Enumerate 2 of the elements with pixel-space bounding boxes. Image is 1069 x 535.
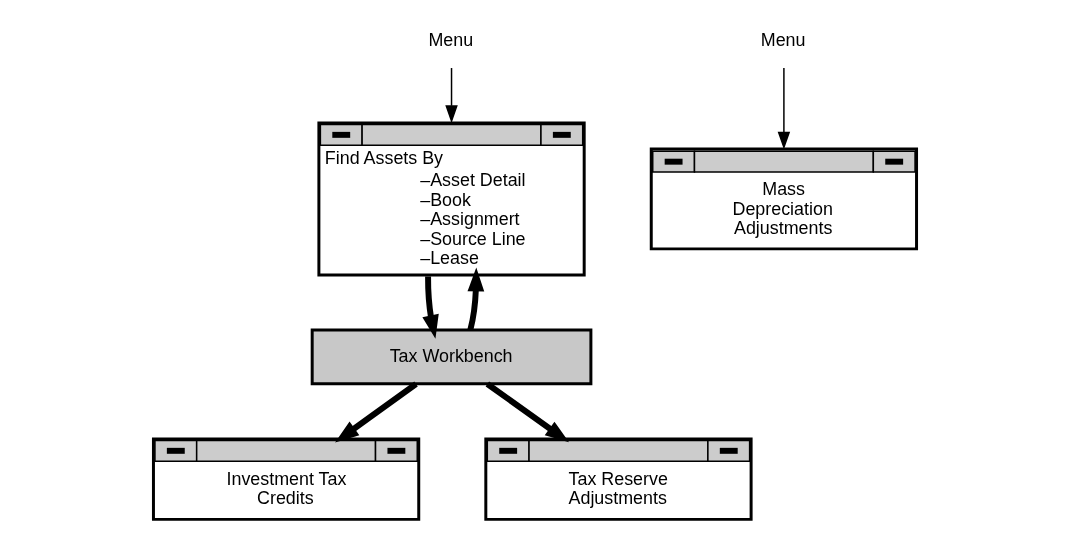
node-text: Menu bbox=[427, 29, 473, 50]
node-text: Menu bbox=[760, 29, 806, 50]
